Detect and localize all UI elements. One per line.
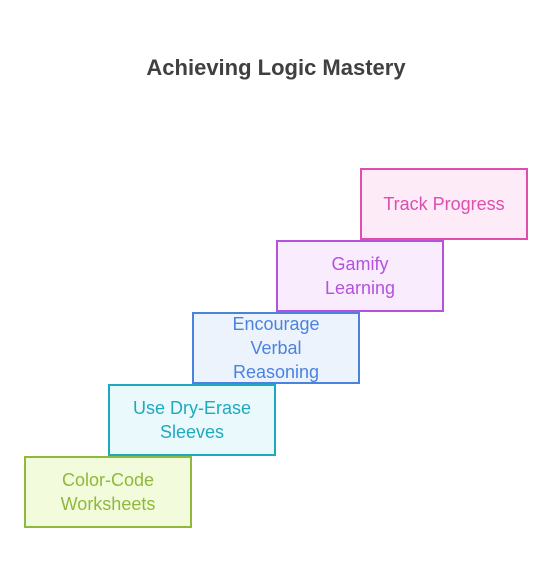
step-track-progress: Track Progress: [360, 168, 528, 240]
step-label: Track Progress: [383, 194, 505, 214]
diagram-title: Achieving Logic Mastery: [146, 55, 406, 80]
